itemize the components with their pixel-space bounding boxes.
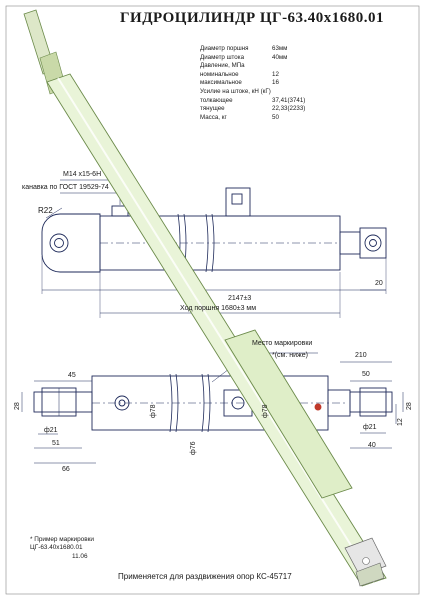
marking-example-note: * Пример маркировки ЦГ-63.40х1680.01 11.… (30, 536, 94, 560)
top-rod (339, 231, 361, 255)
top-rod-eye (359, 227, 387, 259)
marking-place-label: Место маркировки (252, 340, 313, 347)
dim-40: 40 (368, 442, 376, 449)
drawing-title: ГИДРОЦИЛИНДР ЦГ-63.40х1680.01 (120, 10, 385, 26)
render-barrel (224, 329, 353, 499)
top-view (41, 179, 387, 318)
dim-45: 45 (68, 372, 76, 379)
top-port-right (225, 187, 251, 217)
dim-78-b: ф78 (262, 404, 269, 418)
stroke-label: Ход поршня 1680±3 мм (180, 305, 257, 312)
cylinder-3d-render-body (23, 9, 387, 587)
dim-21-right: ф21 (363, 424, 377, 431)
application-note: Применяется для раздвижения опор КС-4571… (118, 572, 292, 581)
dim-28-left: 28 (14, 402, 21, 410)
bottom-left-clevis (33, 391, 93, 413)
marking-point (314, 403, 322, 411)
dim-50: 50 (362, 371, 370, 378)
dim-51: 51 (52, 440, 60, 447)
bottom-right-clevis (349, 391, 393, 413)
bottom-port-left (114, 395, 130, 411)
rod-end-label: 20 (375, 280, 383, 287)
spec-row: Усилие на штоке, кН (кГ) (200, 87, 271, 95)
spec-row: Давление, МПа (200, 62, 245, 70)
radius-label: R22 (38, 206, 53, 215)
dim-66: 66 (62, 466, 70, 473)
dim-78-a: ф78 (150, 404, 157, 418)
dim-76: ф76 (190, 441, 197, 455)
dim-12: 12 (397, 418, 404, 426)
top-left-eye (41, 213, 101, 273)
dim-21-left: ф21 (44, 427, 58, 434)
marking-hint-label: *(см. ниже) (272, 352, 308, 359)
sheet-frame (5, 5, 420, 595)
top-left-eye-hole (49, 233, 69, 253)
bottom-view (21, 352, 404, 464)
length-label: 2147±3 (228, 295, 252, 302)
groove-label: канавка по ГОСТ 19529-74 (22, 184, 109, 191)
dim-210: 210 (355, 352, 367, 359)
dim-28-right: 28 (406, 402, 413, 410)
thread-label: M14 x15-6H (63, 171, 102, 178)
